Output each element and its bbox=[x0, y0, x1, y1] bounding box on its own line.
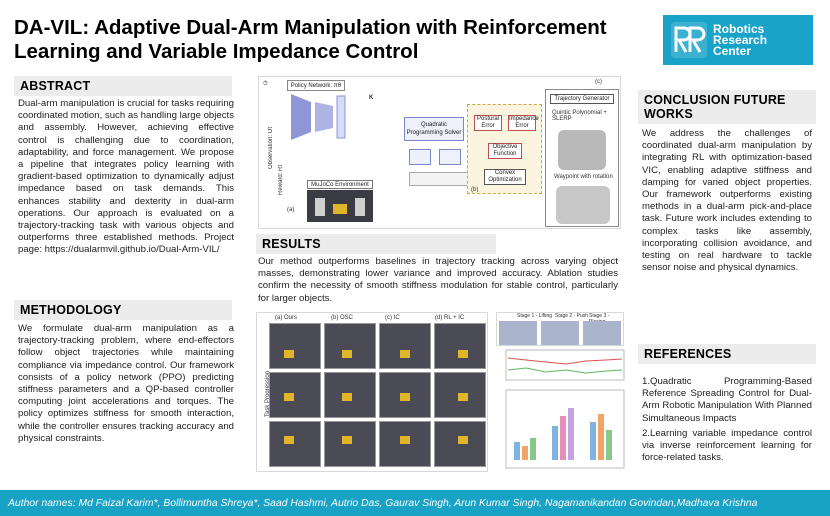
logo-text: Robotics Research Center bbox=[713, 21, 768, 58]
robot-arms-render bbox=[558, 130, 606, 170]
label-b: (b) bbox=[471, 187, 479, 193]
task-progression-grid: (a) Ours (b) OSC (c) IC (d) RL + IC Task… bbox=[256, 312, 488, 472]
grid-object bbox=[458, 393, 468, 401]
grid-cell bbox=[269, 372, 321, 418]
results-heading: RESULTS bbox=[256, 234, 496, 254]
stages-strip: Stage 1 - Lifting Stage 2 - Push Stage 3… bbox=[496, 312, 624, 346]
boxplot-group-1 bbox=[514, 438, 536, 460]
col-label-ours: (a) Ours bbox=[275, 315, 298, 321]
results-text: Our method outperforms baselines in traj… bbox=[258, 256, 618, 304]
reference-1: 1.Quadratic Programming-Based Reference … bbox=[642, 376, 812, 424]
references-heading: REFERENCES bbox=[638, 344, 816, 364]
robotics-research-center-logo: Robotics Research Center bbox=[663, 15, 813, 65]
stiffness-line-plot bbox=[505, 349, 625, 381]
grid-cell bbox=[434, 421, 486, 467]
grid-cell bbox=[379, 323, 431, 369]
observation-label: Observation: Ot bbox=[268, 127, 274, 170]
col-label-osc: (b) OSC bbox=[331, 315, 354, 321]
trajectory-generator-label: Trajectory Generator bbox=[550, 94, 614, 104]
conclusion-text: We address the challenges of coordinated… bbox=[642, 128, 812, 274]
reference-2: 2.Learning variable impedance control vi… bbox=[642, 428, 812, 464]
grid-cell bbox=[379, 421, 431, 467]
conclusion-heading-line-1: CONCLUSION FUTURE bbox=[644, 93, 786, 107]
grid-object bbox=[458, 436, 468, 444]
title-line-2: Learning and Variable Impedance Control bbox=[14, 40, 419, 63]
policy-network-label: Policy Network: πθ bbox=[287, 80, 345, 91]
rrc-logo-icon bbox=[671, 22, 707, 58]
stage-1-image bbox=[499, 321, 537, 345]
convex-optimization-box: Convex Optimization bbox=[484, 169, 526, 185]
author-names-footer: Author names: Md Faizal Karim*, Bollimun… bbox=[0, 490, 830, 516]
grid-object bbox=[458, 350, 468, 358]
grid-cell bbox=[434, 323, 486, 369]
qp-solver-box: Quadratic Programming Solver bbox=[404, 117, 464, 141]
abstract-heading: ABSTRACT bbox=[14, 76, 232, 96]
grid-cell bbox=[269, 323, 321, 369]
qdd-box bbox=[439, 149, 461, 165]
logo-line-3: Center bbox=[713, 43, 752, 58]
stage-3-image bbox=[583, 321, 621, 345]
boxplot-group-3 bbox=[590, 414, 612, 460]
impedance-error-box: Impedance Error bbox=[508, 115, 539, 131]
logo-line-1: Robotics bbox=[713, 21, 765, 36]
time-icon: ⏱ bbox=[263, 81, 268, 87]
grid-cell bbox=[324, 323, 376, 369]
grid-object bbox=[400, 350, 410, 358]
label-a: (a) bbox=[287, 207, 295, 213]
methodology-heading: METHODOLOGY bbox=[14, 300, 232, 320]
conclusion-heading-line-2: WORKS bbox=[644, 107, 693, 121]
stage-2-image bbox=[541, 321, 579, 345]
grid-cell bbox=[269, 421, 321, 467]
grid-object bbox=[400, 393, 410, 401]
tracking-error-boxplot bbox=[505, 389, 625, 469]
grid-cell bbox=[324, 372, 376, 418]
grid-object bbox=[284, 393, 294, 401]
grid-object bbox=[342, 436, 352, 444]
waypoint-label: Waypoint with rotation bbox=[554, 174, 613, 180]
grid-object bbox=[342, 393, 352, 401]
col-label-ic: (c) IC bbox=[385, 315, 400, 321]
abstract-text: Dual-arm manipulation is crucial for tas… bbox=[18, 98, 234, 256]
mujoco-label: MuJoCo Environment bbox=[307, 180, 373, 189]
reward-label: Reward: Rt bbox=[278, 165, 284, 196]
label-c: (c) bbox=[595, 79, 602, 85]
methodology-text: We formulate dual-arm manipulation as a … bbox=[18, 323, 234, 444]
dynamics-equation-box bbox=[409, 172, 471, 186]
stage-2-label: Stage 2 - Push bbox=[555, 313, 589, 319]
k-label: K bbox=[369, 95, 374, 101]
waypoint-render bbox=[556, 186, 610, 224]
grid-object bbox=[284, 350, 294, 358]
col-label-rl-ic: (d) RL + IC bbox=[435, 315, 465, 321]
grid-cell bbox=[434, 372, 486, 418]
logo-line-2: Research bbox=[713, 32, 768, 47]
mujoco-render bbox=[307, 190, 373, 222]
grid-object bbox=[342, 350, 352, 358]
poster-title: DA-VIL: Adaptive Dual-Arm Manipulation w… bbox=[14, 16, 634, 64]
grid-object bbox=[400, 436, 410, 444]
boxplot-group-2 bbox=[552, 408, 574, 460]
grid-cell bbox=[379, 372, 431, 418]
title-line-1: DA-VIL: Adaptive Dual-Arm Manipulation w… bbox=[14, 16, 607, 39]
trajectory-panel: Trajectory Generator Quintic Polynomial … bbox=[545, 89, 619, 227]
tau-box bbox=[409, 149, 431, 165]
policy-network-graphic bbox=[291, 94, 346, 140]
architecture-diagram: ⏱ Policy Network: πθ K Quadratic Program… bbox=[258, 76, 621, 229]
conclusion-heading: CONCLUSION FUTURE WORKS bbox=[638, 90, 816, 124]
author-names: Author names: Md Faizal Karim*, Bollimun… bbox=[8, 497, 758, 509]
stage-1-label: Stage 1 - Lifting bbox=[517, 313, 553, 319]
objective-function-box: Objective Function bbox=[488, 143, 522, 159]
quintic-label: Quintic Polynomial + SLERP bbox=[552, 110, 607, 122]
postural-error-box: Postural Error bbox=[474, 115, 502, 131]
grid-cell bbox=[324, 421, 376, 467]
grid-object bbox=[284, 436, 294, 444]
qp-detail-panel: Postural Error Impedance Error Objective… bbox=[467, 104, 542, 194]
